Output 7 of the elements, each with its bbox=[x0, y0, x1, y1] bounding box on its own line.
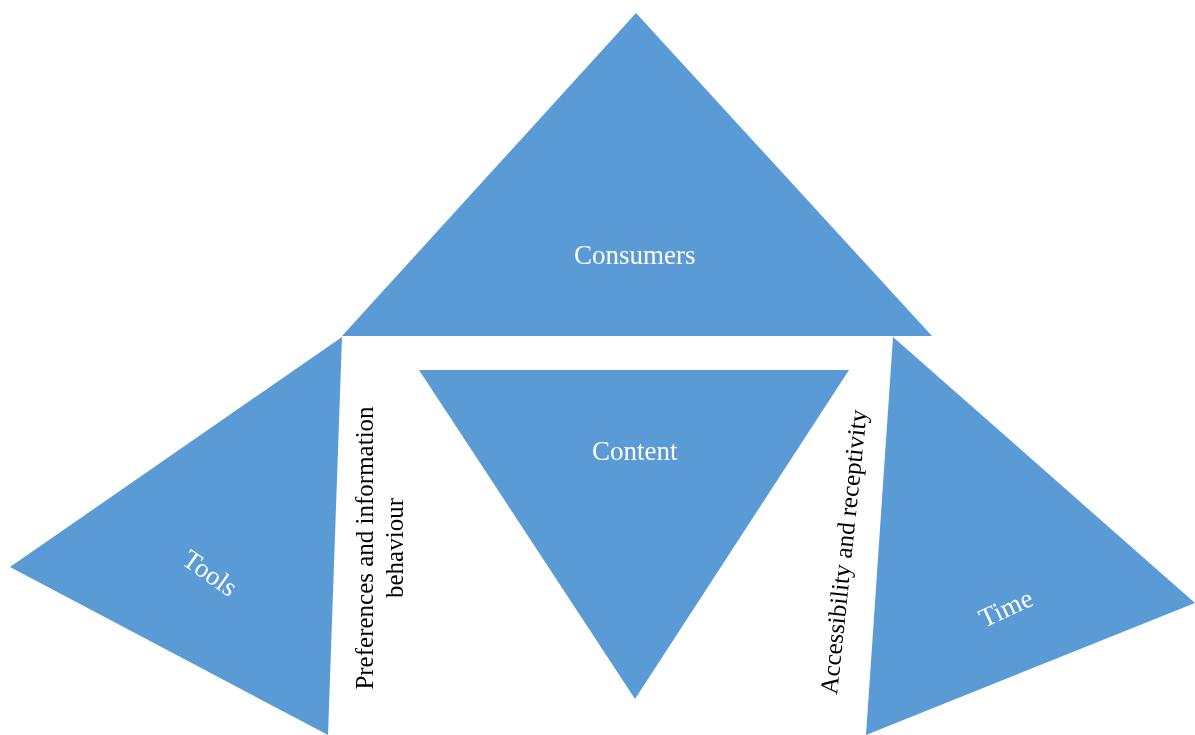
side-label: Accessibility and receptivity bbox=[814, 407, 873, 698]
triangle bbox=[342, 13, 932, 336]
node-label: Time bbox=[974, 582, 1038, 634]
triangle bbox=[10, 337, 342, 735]
node-label: Consumers bbox=[574, 239, 696, 271]
side-label: Preferences and information behaviour bbox=[350, 405, 409, 692]
node-label: Content bbox=[592, 435, 678, 467]
